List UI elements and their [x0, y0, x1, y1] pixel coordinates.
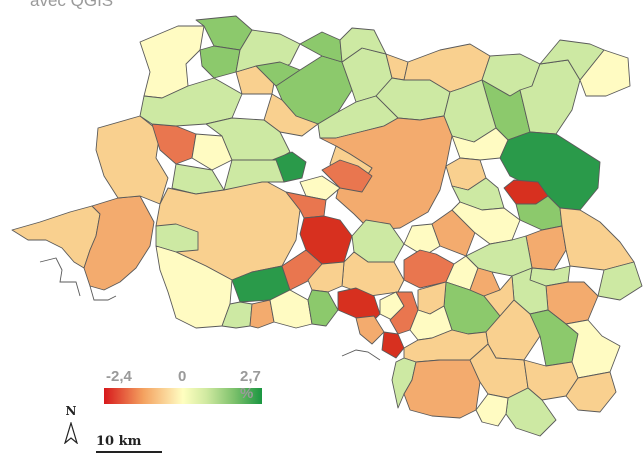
commune-area	[307, 289, 339, 327]
commune-area	[223, 159, 285, 191]
north-label: N	[65, 404, 77, 418]
commune-area	[525, 225, 567, 271]
commune-area	[249, 299, 275, 329]
north-arrow: N	[59, 404, 83, 444]
commune-area	[505, 387, 557, 437]
scale-bar: 10 km	[96, 434, 162, 453]
commune-area	[199, 45, 241, 79]
legend-mid-label: 0	[178, 368, 187, 385]
color-legend: -2,4 0 2,7 %	[104, 368, 266, 404]
scale-line	[96, 451, 162, 453]
commune-area	[539, 39, 605, 81]
map-caption: avec QGIS	[30, 0, 114, 10]
legend-max-label: 2,7 %	[240, 368, 261, 402]
commune-area	[469, 267, 501, 297]
commune-area	[235, 29, 301, 73]
commune-area	[381, 331, 405, 359]
commune-area	[403, 359, 481, 419]
commune-area	[559, 207, 635, 271]
commune-area	[355, 315, 385, 345]
legend-color-bar	[104, 388, 262, 404]
commune-area	[475, 393, 509, 427]
commune-area	[151, 123, 197, 165]
commune-area	[83, 195, 155, 291]
commune-area	[597, 261, 643, 301]
commune-area	[299, 175, 341, 201]
commune-area	[171, 163, 225, 195]
north-arrow-icon	[64, 422, 78, 444]
commune-area	[565, 371, 617, 413]
legend-min-label: -2,4	[106, 368, 132, 385]
commune-area	[389, 291, 419, 335]
commune-area	[191, 133, 233, 171]
commune-area	[139, 25, 205, 99]
scale-label: 10 km	[96, 434, 142, 449]
